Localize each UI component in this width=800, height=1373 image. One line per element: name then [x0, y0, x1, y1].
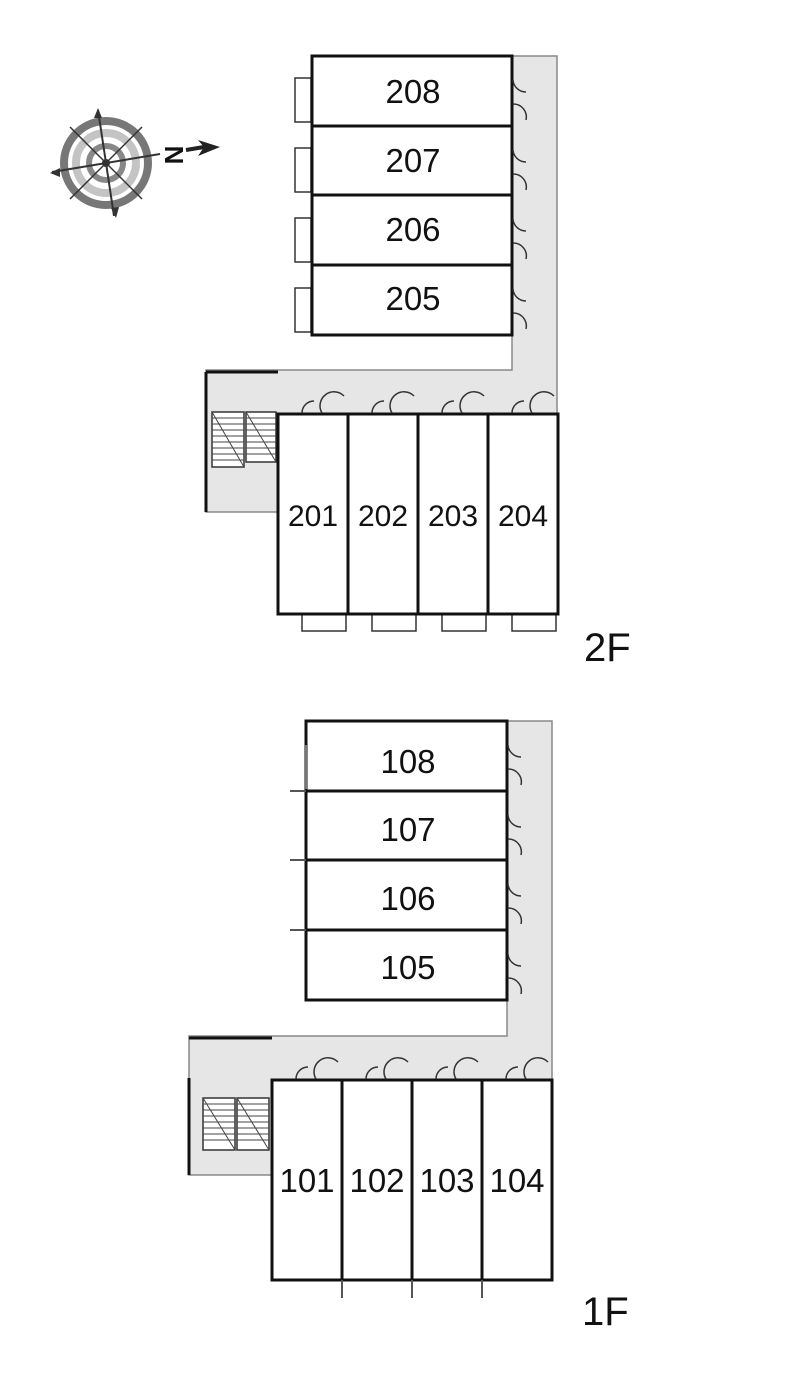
floor-label-2f: 2F [584, 626, 631, 670]
room-108[interactable]: 108 [304, 719, 523, 793]
room-number: 204 [498, 500, 548, 533]
room-number: 202 [358, 500, 408, 533]
room-205[interactable]: 205 [294, 263, 528, 337]
floor-2f: 208 207 206 205 201 [204, 54, 631, 670]
compass-rose-icon [50, 108, 220, 218]
room-number: 205 [385, 280, 440, 317]
room-number: 103 [419, 1162, 474, 1199]
staircase-1f [202, 1097, 270, 1151]
room-number: 102 [349, 1162, 404, 1199]
room-202[interactable]: 202 [346, 391, 420, 632]
room-105[interactable]: 105 [290, 928, 523, 1002]
room-number: 203 [428, 500, 478, 533]
staircase-2f [211, 411, 277, 468]
room-201[interactable]: 201 [276, 391, 350, 632]
room-208[interactable]: 208 [294, 54, 528, 128]
room-number: 201 [288, 500, 338, 533]
room-number: 101 [279, 1162, 334, 1199]
room-204[interactable]: 204 [486, 391, 560, 632]
floor-1f: 108 107 106 105 101 [187, 719, 629, 1334]
room-101[interactable]: 101 [270, 1057, 344, 1282]
room-number: 106 [380, 880, 435, 917]
room-number: 104 [489, 1162, 544, 1199]
room-106[interactable]: 106 [290, 858, 523, 932]
room-number: 206 [385, 211, 440, 248]
room-102[interactable]: 102 [340, 1057, 414, 1298]
room-207[interactable]: 207 [294, 124, 528, 197]
room-206[interactable]: 206 [294, 193, 528, 267]
room-number: 208 [385, 73, 440, 110]
room-number: 107 [380, 811, 435, 848]
room-203[interactable]: 203 [416, 391, 490, 632]
north-label: N [159, 146, 189, 165]
room-107[interactable]: 107 [290, 789, 523, 862]
floor-label-1f: 1F [582, 1290, 629, 1334]
room-number: 105 [380, 949, 435, 986]
room-number: 207 [385, 142, 440, 179]
room-104[interactable]: 104 [480, 1057, 554, 1298]
room-103[interactable]: 103 [410, 1057, 484, 1298]
room-number: 108 [380, 743, 435, 780]
